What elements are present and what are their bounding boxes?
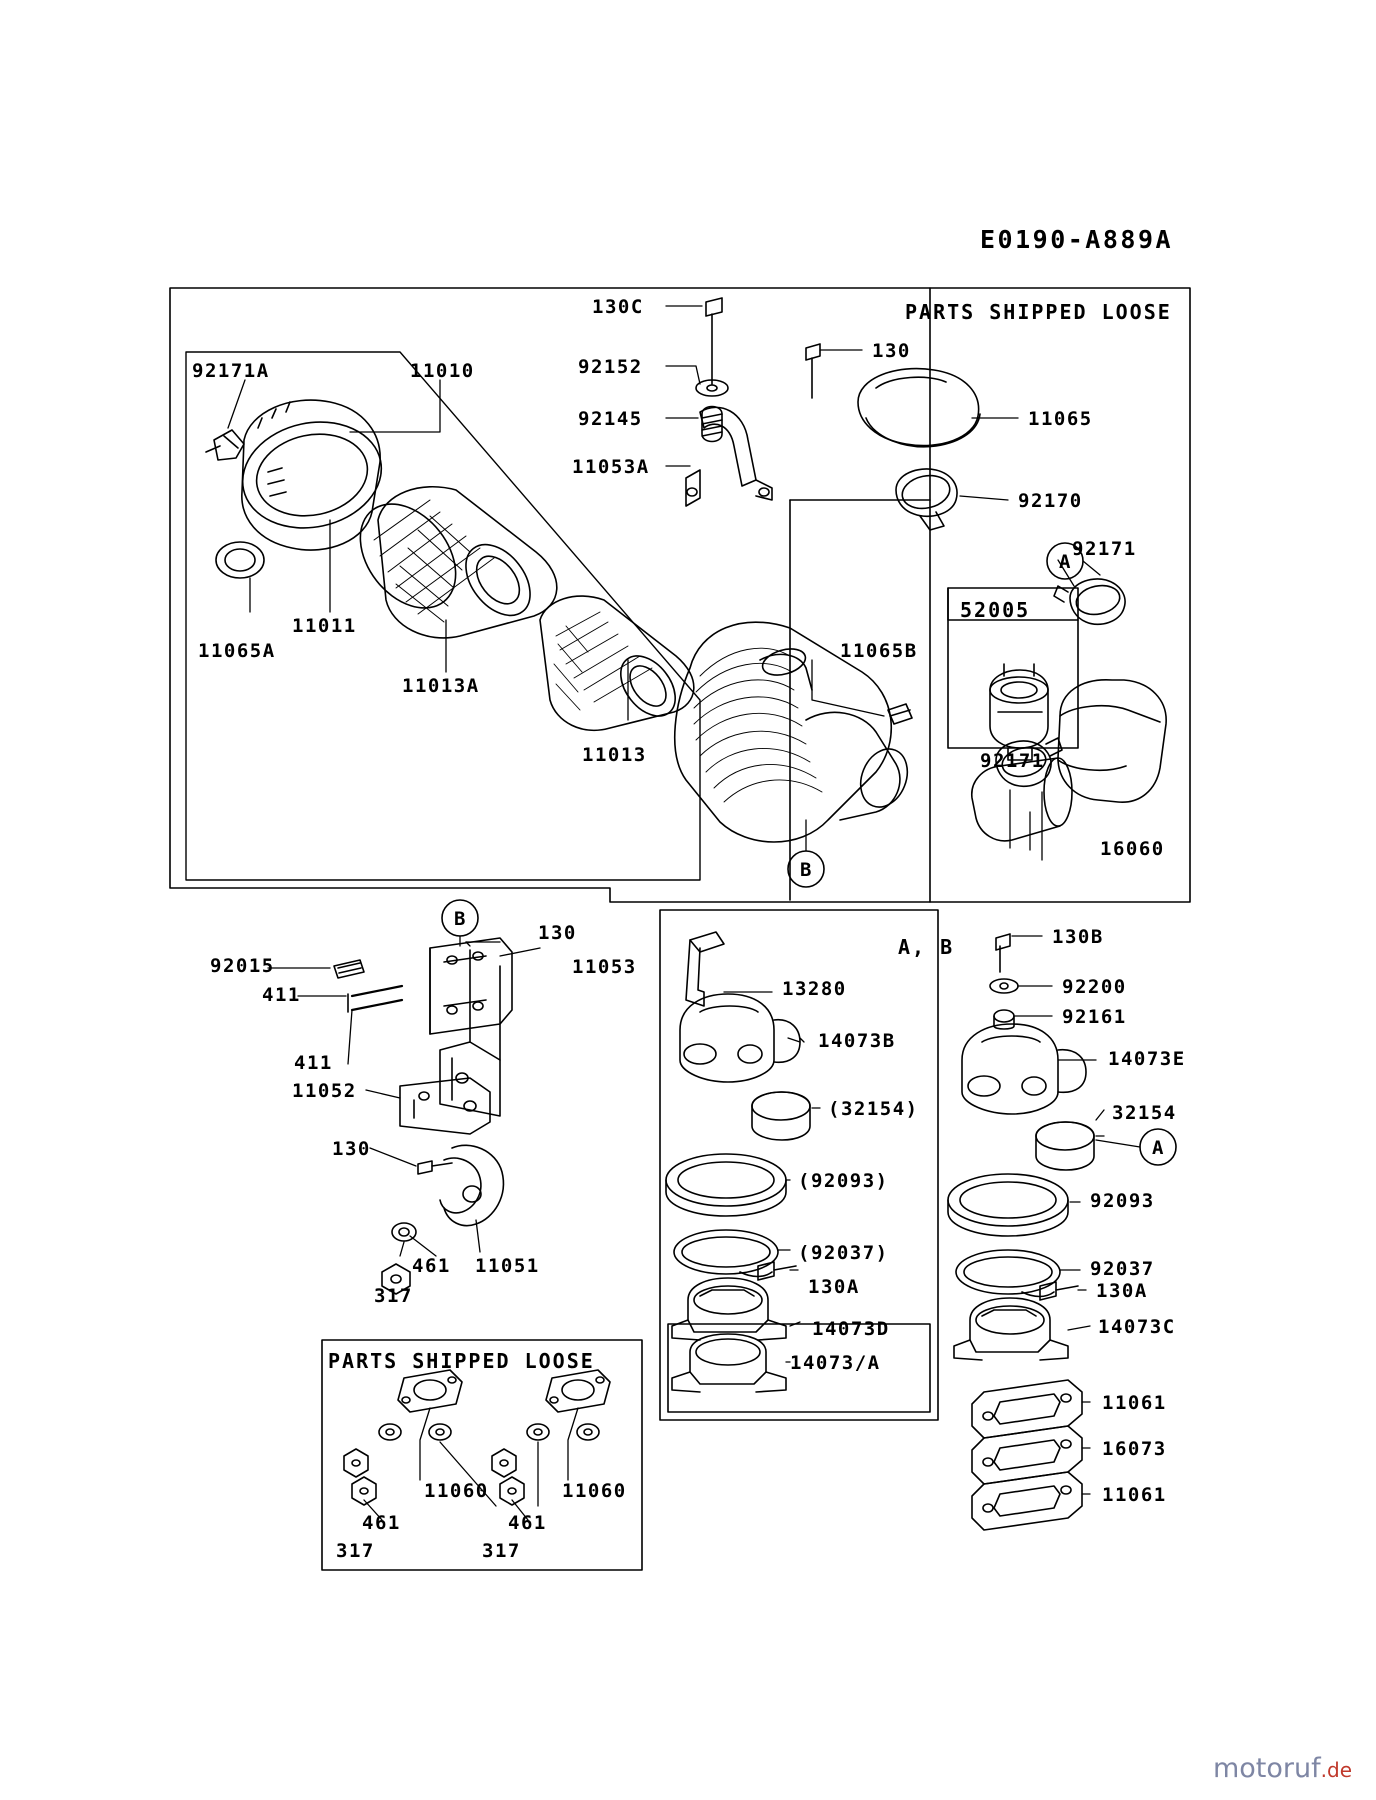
callout-92037: 92037	[1090, 1258, 1155, 1280]
callout-32154: 32154	[1112, 1102, 1177, 1124]
callout-92015: 92015	[210, 955, 275, 977]
callout-92145: 92145	[578, 408, 643, 430]
watermark-name: motoruf	[1212, 1753, 1321, 1784]
parts-shipped-loose-top-title: PARTS SHIPPED LOOSE	[905, 300, 1172, 324]
callout-92170: 92170	[1018, 490, 1083, 512]
callout-92171-mid: 92171	[980, 750, 1045, 772]
callout-92171A: 92171A	[192, 360, 270, 382]
parts-shipped-loose-bottom-title: PARTS SHIPPED LOOSE	[328, 1349, 595, 1373]
detail-52005-title: 52005	[960, 598, 1031, 622]
callout-14073D: 14073D	[812, 1318, 890, 1340]
callout-11013: 11013	[582, 744, 647, 766]
callout-92161: 92161	[1062, 1006, 1127, 1028]
bubble-a-right-label: A	[1152, 1137, 1165, 1159]
callout-11010: 11010	[410, 360, 475, 382]
callout-130-left: 130	[332, 1138, 371, 1160]
callout-411-a: 411	[262, 984, 301, 1006]
callout-317-br: 317	[482, 1540, 521, 1562]
callout-11060-left: 11060	[424, 1480, 489, 1502]
callout-461-br: 461	[508, 1512, 547, 1534]
callout-130A-right: 130A	[1096, 1280, 1148, 1302]
callout-11065: 11065	[1028, 408, 1093, 430]
bubble-b-left-label: B	[454, 908, 467, 930]
callout-11060-right: 11060	[562, 1480, 627, 1502]
callout-317-left: 317	[374, 1285, 413, 1307]
callout-32154-paren: (32154)	[828, 1098, 919, 1120]
callout-130-bracket: 130	[538, 922, 577, 944]
callout-411-b: 411	[294, 1052, 333, 1074]
callout-461-left: 461	[412, 1255, 451, 1277]
callout-16060: 16060	[1100, 838, 1165, 860]
callout-13280: 13280	[782, 978, 847, 1000]
callout-92037-paren: (92037)	[798, 1242, 889, 1264]
callout-92093-paren: (92093)	[798, 1170, 889, 1192]
callout-11053: 11053	[572, 956, 637, 978]
callout-14073C: 14073C	[1098, 1316, 1176, 1338]
watermark: motoruf.de	[1213, 1753, 1352, 1784]
callout-14073A: 14073/A	[790, 1352, 881, 1374]
callout-130B: 130B	[1052, 926, 1104, 948]
callout-11053A: 11053A	[572, 456, 650, 478]
callout-317-bl: 317	[336, 1540, 375, 1562]
callout-130-top: 130	[872, 340, 911, 362]
callout-11013A: 11013A	[402, 675, 480, 697]
callout-92093: 92093	[1090, 1190, 1155, 1212]
bubble-a-top-label: A	[1059, 551, 1072, 573]
callout-11065A: 11065A	[198, 640, 276, 662]
callout-11061-upper: 11061	[1102, 1392, 1167, 1414]
callout-16073: 16073	[1102, 1438, 1167, 1460]
callout-92171-top: 92171	[1072, 538, 1137, 560]
callout-11011: 11011	[292, 615, 357, 637]
callout-11065B: 11065B	[840, 640, 918, 662]
callout-14073E: 14073E	[1108, 1048, 1186, 1070]
callout-130A-left: 130A	[808, 1276, 860, 1298]
callout-92152: 92152	[578, 356, 643, 378]
detail-ab-title: A, B	[898, 935, 955, 959]
watermark-tld: .de	[1320, 1758, 1352, 1782]
callout-130C: 130C	[592, 296, 644, 318]
callout-11051: 11051	[475, 1255, 540, 1277]
page-title: E0190-A889A	[980, 225, 1174, 254]
callout-92200: 92200	[1062, 976, 1127, 998]
bubble-b-bottom-label: B	[800, 859, 813, 881]
callout-461-bl: 461	[362, 1512, 401, 1534]
callout-11052: 11052	[292, 1080, 357, 1102]
callout-14073B: 14073B	[818, 1030, 896, 1052]
callout-11061-lower: 11061	[1102, 1484, 1167, 1506]
